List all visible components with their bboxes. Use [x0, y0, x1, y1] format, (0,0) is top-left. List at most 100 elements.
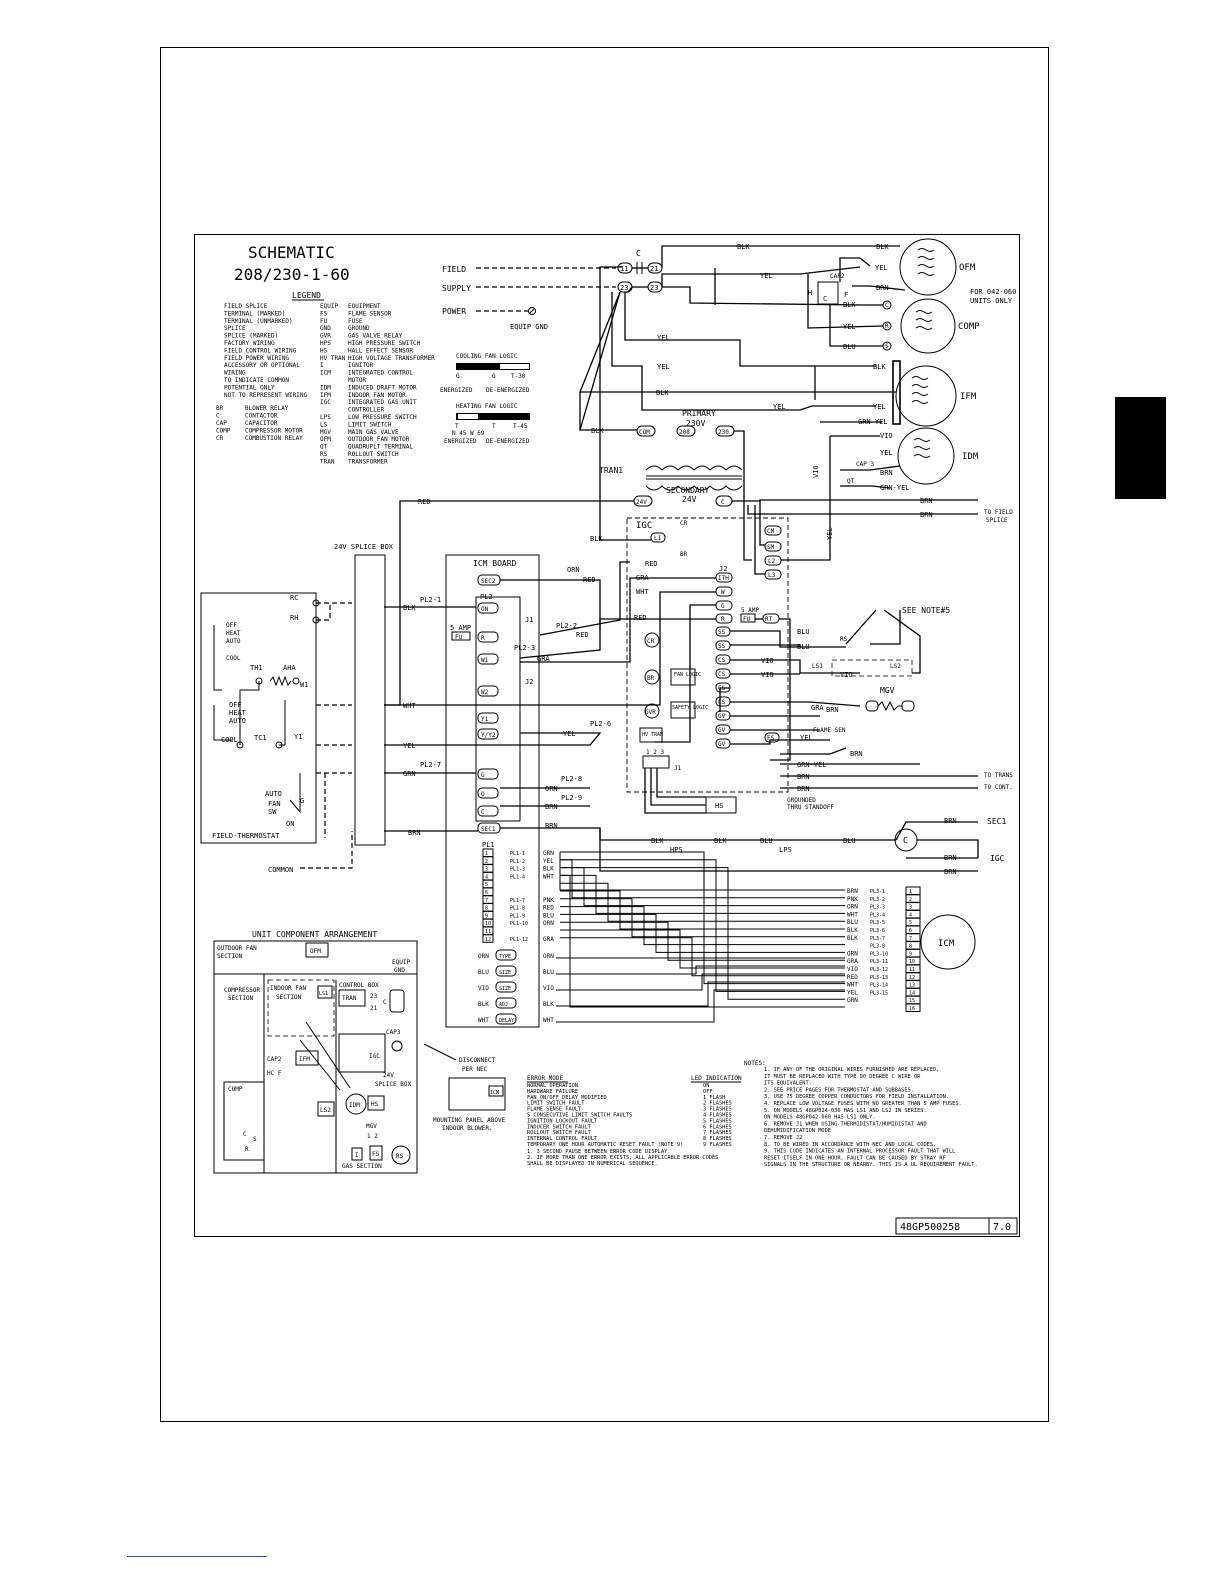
svg-text:SECTION: SECTION — [276, 994, 302, 1001]
svg-text:SEE NOTE#5: SEE NOTE#5 — [902, 606, 950, 615]
pl1-pin: 9 — [485, 913, 488, 919]
svg-text:QT: QT — [847, 478, 855, 485]
svg-text:ICM: ICM — [490, 1090, 499, 1096]
pl1-pin-label: PL1-1 — [510, 851, 525, 857]
svg-text:FU: FU — [743, 616, 751, 623]
pl3-pin-label: PL3-10 — [870, 951, 888, 957]
legend-abbr-desc: GROUND — [348, 325, 370, 332]
note-line: ON MODELS 48GP042-060 HAS LS1 ONLY. — [764, 1115, 876, 1121]
pl1-pin-label: PL1-4 — [510, 874, 525, 880]
svg-text:COMMON: COMMON — [268, 866, 293, 874]
wire-label: BRN — [944, 854, 957, 862]
wire-label: BRN — [880, 469, 893, 477]
svg-text:ON: ON — [286, 820, 294, 828]
igc-terminal: GV — [718, 727, 726, 734]
tap-wire: BLK — [478, 1001, 489, 1008]
svg-text:HS: HS — [371, 1101, 379, 1108]
legend-symbol-text: FIELD SPLICE — [224, 303, 268, 310]
svg-text:TO FIELD: TO FIELD — [984, 509, 1013, 516]
legend-abbr-code: GND — [320, 325, 331, 332]
pl3-wire-label: VIO — [847, 966, 858, 973]
svg-text:C: C — [903, 836, 908, 845]
svg-text:MOUNTING PANEL ABOVE: MOUNTING PANEL ABOVE — [433, 1117, 506, 1124]
wire-label: YEL — [773, 403, 786, 411]
svg-text:C: C — [383, 999, 387, 1006]
legend-abbr-desc: MOTOR — [348, 377, 366, 384]
legend-symbol-text: FIELD POWER WIRING — [224, 355, 289, 362]
legend-symbol-text: SPLICE — [224, 325, 246, 332]
legend-abbr-code: QT — [320, 444, 328, 451]
pl1-pin: 10 — [485, 921, 491, 927]
tap-label: TYPE — [499, 954, 511, 960]
svg-text:HV TRAN: HV TRAN — [642, 732, 663, 738]
motor-ifm: IFM — [892, 360, 977, 427]
pl1-pin-label: PL1-9 — [510, 913, 525, 919]
svg-text:IFM: IFM — [299, 1056, 310, 1063]
icm-terminal: C — [481, 809, 485, 816]
svg-text:AUTO: AUTO — [265, 790, 282, 798]
wire-label: BRN — [876, 284, 889, 292]
error-mode: HARDWARE FAILURE — [527, 1089, 578, 1095]
schematic-title: SCHEMATIC — [248, 243, 335, 262]
svg-text:5 AMP: 5 AMP — [450, 624, 471, 632]
legend-abbr-code: CAP — [216, 420, 227, 427]
legend-abbr-desc: GAS VALVE RELAY — [348, 333, 403, 340]
svg-text:TC1: TC1 — [254, 734, 267, 742]
svg-text:W1: W1 — [300, 681, 308, 689]
svg-text:PL2-8: PL2-8 — [561, 775, 582, 783]
pl3-pin: 2 — [909, 897, 912, 903]
svg-text:FIELD: FIELD — [442, 265, 466, 274]
schematic-voltage: 208/230-1-60 — [234, 265, 350, 284]
error-mode: 5 CONSECUTIVE LIMIT SWITCH FAULTS — [527, 1113, 632, 1119]
legend-abbr-desc: HIGH VOLTAGE TRANSFORMER — [348, 355, 435, 362]
legend-abbr-code: C — [216, 413, 220, 420]
svg-text:RH: RH — [290, 614, 298, 622]
notes: NOTES: 1. IF ANY OF THE ORIGINAL WIRES F… — [744, 1060, 978, 1168]
legend-abbr-code: HS — [320, 347, 328, 354]
pl3-pin-label: PL3-5 — [870, 920, 885, 926]
svg-text:GROUNDED: GROUNDED — [787, 797, 816, 804]
svg-text:SPLICE: SPLICE — [986, 517, 1008, 524]
note-line: 2. SEE PRICE PAGES FOR THERMOSTAT AND SU… — [764, 1087, 914, 1093]
wire-label: YEL — [843, 323, 856, 331]
pl1-wire-label: BLU — [543, 912, 554, 919]
pl3-pin: 12 — [909, 975, 915, 981]
svg-text:L2: L2 — [768, 558, 776, 565]
legend-abbr-desc: EQUIPMENT — [348, 303, 381, 310]
svg-text:C: C — [243, 1131, 247, 1138]
svg-text:CONTROL BOX: CONTROL BOX — [339, 982, 379, 989]
tap-label: DELAY — [499, 1018, 514, 1024]
pl3-wire-label: GRA — [847, 958, 858, 965]
ofm-label: OFM — [959, 263, 976, 273]
wire-label: VIO — [840, 671, 853, 679]
svg-text:SEC1: SEC1 — [987, 817, 1006, 826]
icm-terminal: Y1 — [481, 716, 489, 723]
pl3-pin: 8 — [909, 944, 912, 950]
legend-abbr-code: GVR — [320, 333, 331, 340]
pl3-wire-label: WHT — [847, 982, 858, 989]
svg-text:J1: J1 — [674, 765, 682, 772]
pl3-pin-label: PL3-7 — [870, 936, 885, 942]
svg-text:COM: COM — [639, 429, 650, 436]
ifm-label: IFM — [960, 392, 977, 402]
wire-label: GRN-YEL — [880, 484, 910, 492]
svg-text:SUPPLY: SUPPLY — [442, 284, 471, 293]
pl1-wire-label: WHT — [543, 873, 554, 880]
svg-text:EQUIP GND: EQUIP GND — [510, 323, 548, 331]
wire-label: BRN — [850, 750, 863, 758]
wire-label: BLU — [843, 343, 856, 351]
svg-text:S: S — [885, 343, 889, 350]
svg-text:208: 208 — [679, 429, 690, 436]
tap-label: SIZE — [499, 970, 511, 976]
wire-label: BLK — [590, 535, 603, 543]
pl1-pin: 6 — [485, 890, 488, 896]
svg-text:PL1: PL1 — [482, 841, 495, 849]
error-mode: TEMPORARY ONE HOUR AUTOMATIC RESET FAULT… — [527, 1142, 683, 1148]
wire-label: YEL — [563, 730, 576, 738]
note-line: IT MUST BE REPLACED WITH TYPE 90 DEGREE … — [764, 1074, 921, 1080]
svg-text:PRIMARY: PRIMARY — [682, 409, 716, 418]
svg-text:LS1: LS1 — [319, 991, 328, 997]
icm-board-label: ICM BOARD — [473, 559, 517, 568]
wire-label: YEL — [403, 742, 416, 750]
